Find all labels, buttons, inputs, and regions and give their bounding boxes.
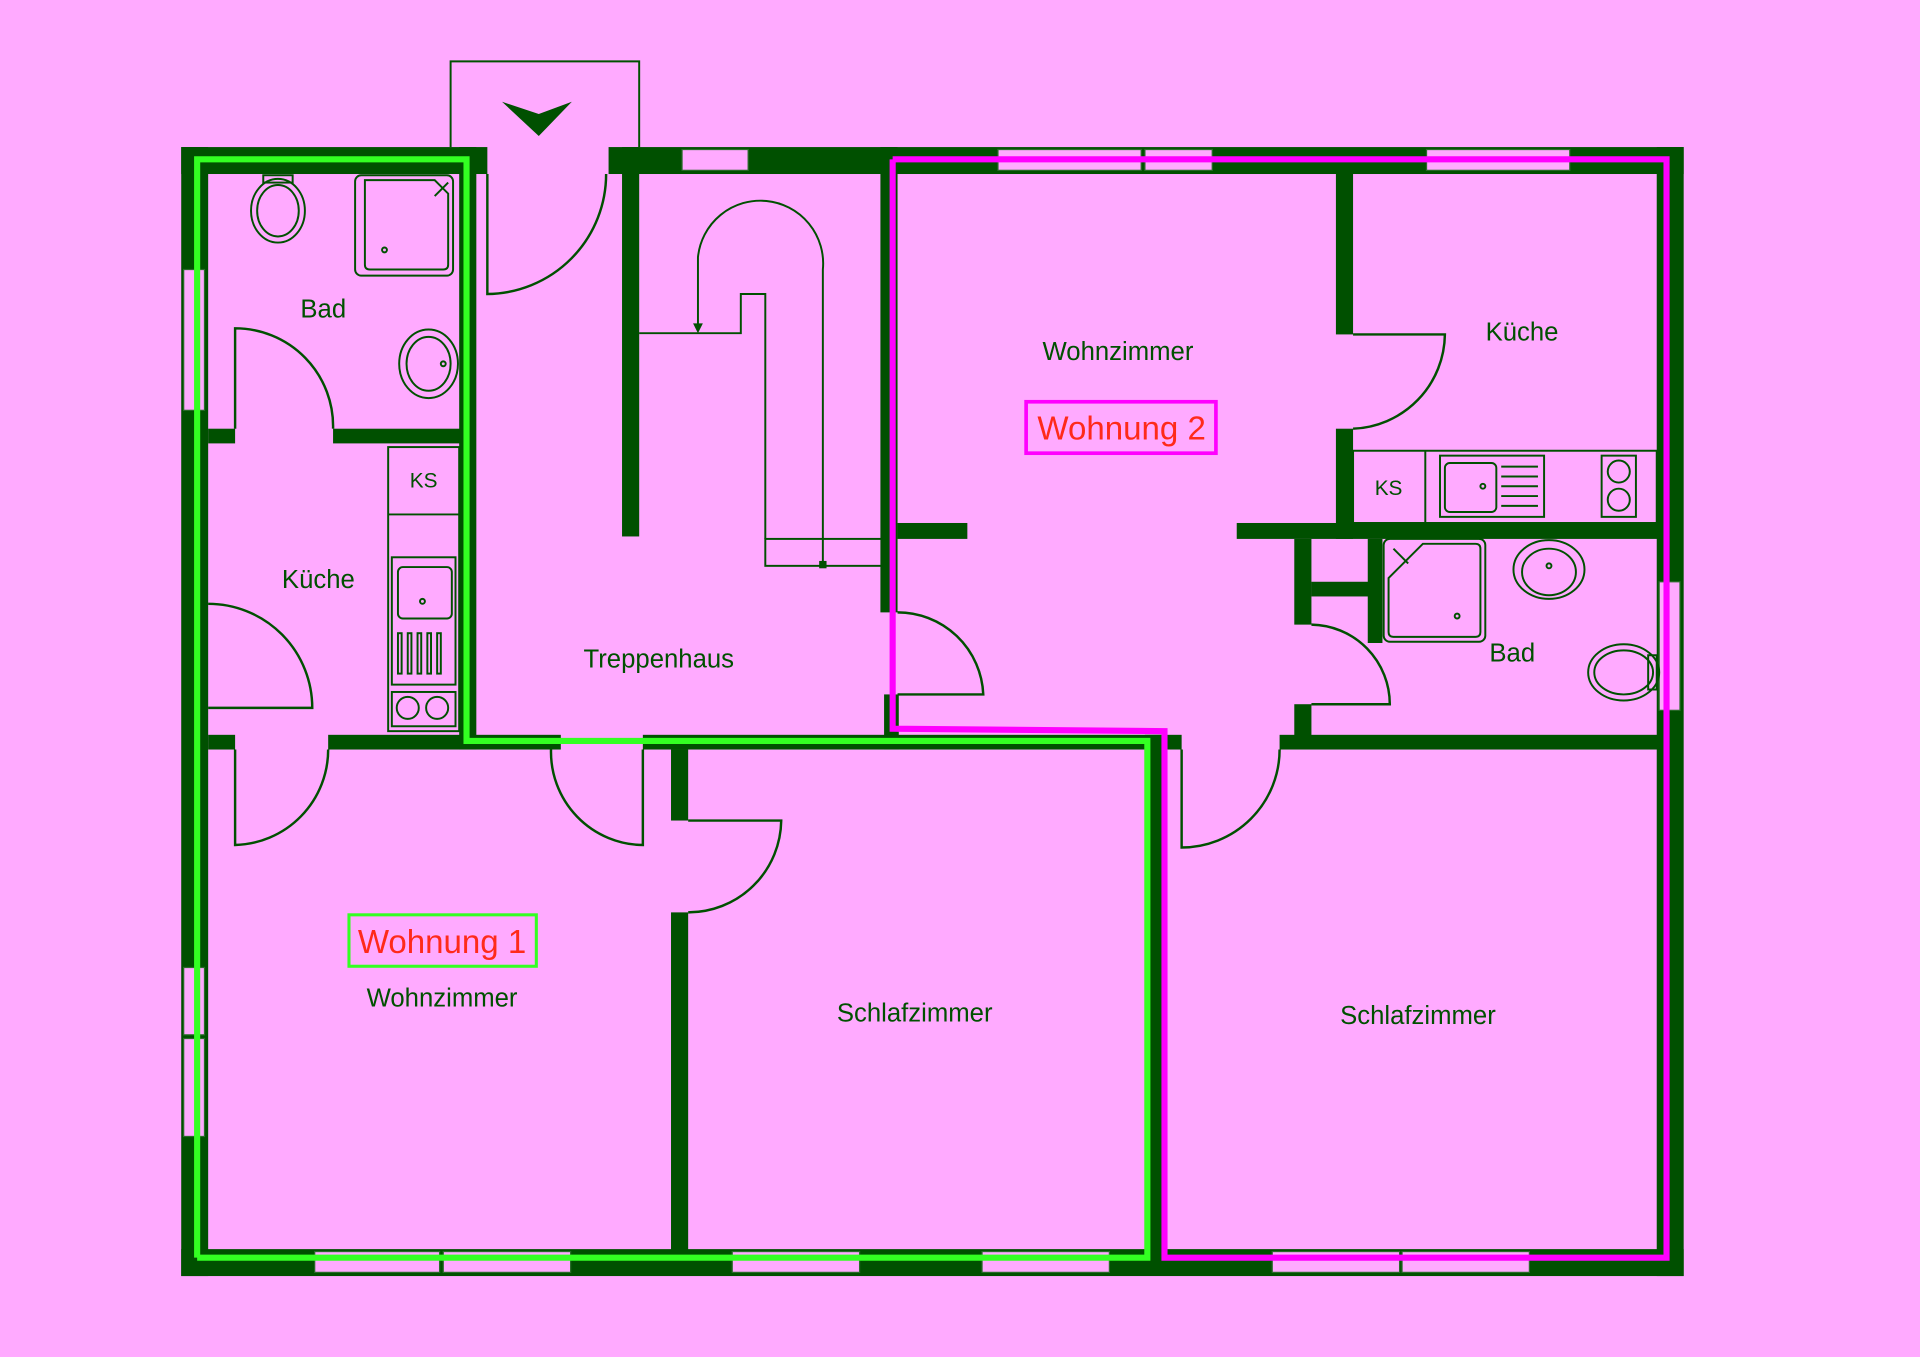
washbasin-icon: [1512, 539, 1586, 600]
u2-bedroom-door: [1180, 749, 1281, 849]
room-label-u2-kueche: Küche: [1486, 319, 1559, 347]
u1-bath-door: [233, 327, 335, 429]
stairs: [639, 199, 883, 569]
kitchen-sink-icon: [390, 556, 457, 686]
doors: [208, 174, 1447, 914]
u2-fixtures: [1352, 449, 1661, 702]
unit1-name: Wohnung 1: [358, 924, 526, 961]
room-label-u1-wohnzimmer: Wohnzimmer: [367, 985, 518, 1013]
room-label-u2-bad: Bad: [1489, 639, 1535, 667]
u2-kitchen-door: [1353, 333, 1447, 430]
entrance-arrow-icon: [502, 101, 572, 137]
room-label-u2-wohnzimmer: Wohnzimmer: [1042, 338, 1193, 366]
entrance: [449, 60, 641, 148]
stove-icon: [1600, 454, 1637, 518]
unit1-outline: [194, 156, 1151, 1261]
u1-fixtures: [250, 174, 461, 733]
room-label-u1-kueche: Küche: [282, 566, 355, 594]
windows: [183, 148, 1681, 1273]
washbasin-icon: [398, 328, 459, 400]
u1-entry-door: [549, 749, 645, 847]
toilet-icon: [250, 174, 306, 244]
outer-walls: [181, 147, 1684, 1277]
unit2-outline: [889, 156, 1670, 1261]
room-label-u1-schlafzimmer: Schlafzimmer: [837, 999, 993, 1027]
kitchen-sink-icon: [1439, 454, 1546, 518]
entrance-door: [486, 174, 608, 296]
unit2-badge: Wohnung 2: [1024, 399, 1218, 456]
fridge-label-u2: KS: [1375, 477, 1403, 500]
room-label-treppenhaus: Treppenhaus: [584, 645, 735, 673]
u2-bath-door: [1311, 623, 1392, 706]
fridge-label-u1: KS: [410, 469, 438, 492]
room-label-u2-schlafzimmer: Schlafzimmer: [1340, 1002, 1496, 1030]
u1-kitchen-door: [208, 602, 314, 710]
room-label-u1-bad: Bad: [300, 295, 346, 323]
unit1-badge: Wohnung 1: [347, 913, 538, 968]
u1-hall-door: [233, 749, 330, 847]
shower-icon: [354, 174, 455, 277]
u1-bedroom-door: [688, 819, 783, 914]
stove-icon: [390, 690, 457, 728]
u2-entry-door: [897, 611, 985, 696]
shower-icon: [1382, 537, 1487, 643]
unit2-name: Wohnung 2: [1037, 411, 1205, 448]
toilet-icon: [1587, 643, 1661, 702]
